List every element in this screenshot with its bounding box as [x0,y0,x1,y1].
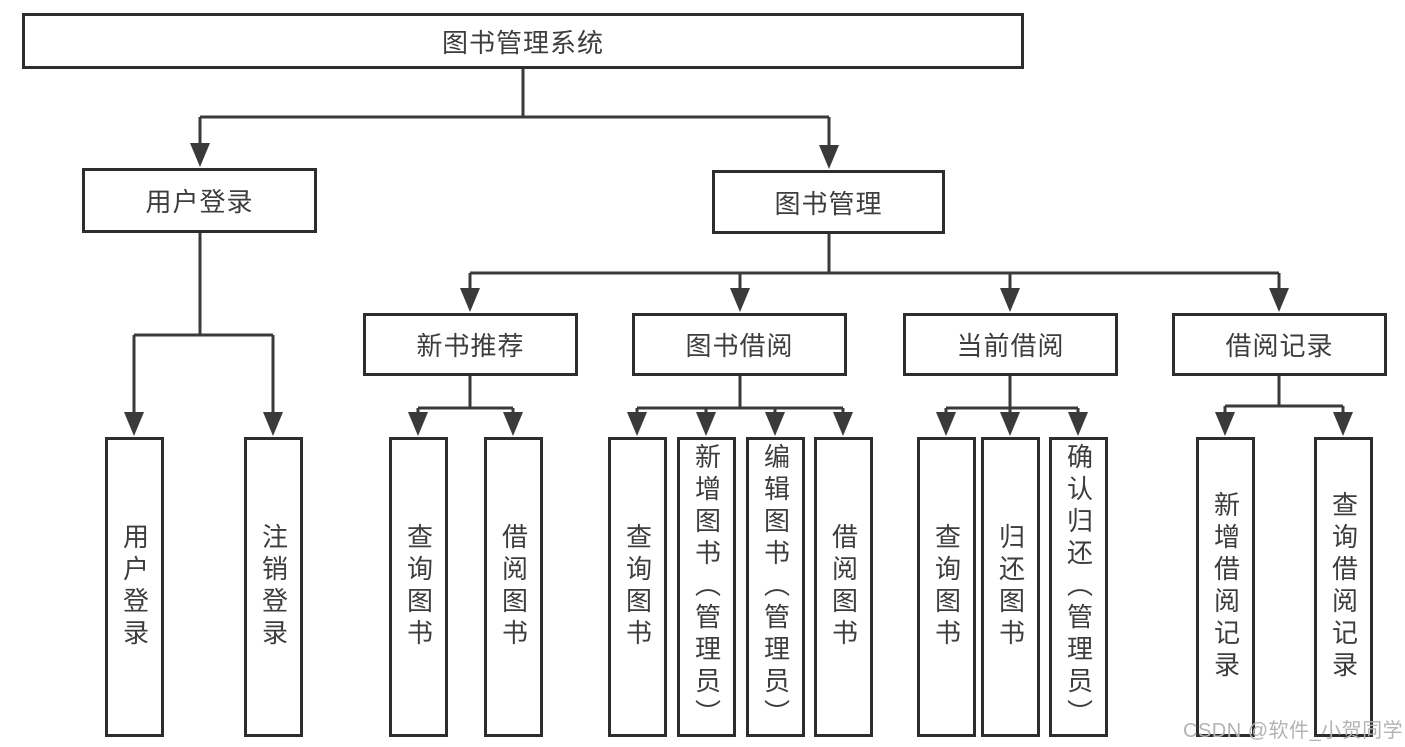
arrowhead-icon [1215,412,1235,436]
connector-new-book-children [416,376,515,418]
arrowhead-icon [765,412,785,436]
node-label: 图书借阅 [685,331,794,361]
node-current-borrowing: 当前借阅 [903,313,1118,376]
node-label: 确认归还（管理员） [1063,443,1094,731]
node-label: 借阅记录 [1225,331,1334,361]
node-label: 图书管理系统 [441,27,604,58]
arrowhead-icon [190,143,210,167]
arrowhead-icon [833,412,853,436]
connector-root-to-level2 [198,69,831,152]
node-label: 用户登录 [145,187,254,217]
leaf-user-login: 用户登录 [105,437,164,737]
node-user-login: 用户登录 [82,168,317,233]
node-label: 注销登录 [258,523,289,651]
arrowhead-icon [460,288,480,312]
arrowhead-icon [124,412,144,436]
node-system-root: 图书管理系统 [22,13,1024,69]
leaf-br-query-record: 查询借阅记录 [1314,437,1373,737]
leaf-bb-borrow-books: 借阅图书 [814,437,873,737]
arrowhead-icon [819,145,839,169]
arrowhead-icon [1269,288,1289,312]
node-label: 借阅图书 [828,523,859,651]
node-book-management: 图书管理 [712,170,945,234]
arrowhead-icon [503,412,523,436]
leaf-logout-login: 注销登录 [244,437,303,737]
arrowhead-icon [936,412,956,436]
leaf-br-add-record: 新增借阅记录 [1196,437,1255,737]
arrowhead-icon [1333,412,1353,436]
arrowhead-icon [408,412,428,436]
leaf-bb-add-books-admin: 新增图书（管理员） [677,437,736,737]
node-book-borrowing: 图书借阅 [632,313,847,376]
node-label: 查询图书 [403,523,434,651]
node-label: 图书管理 [774,188,883,219]
leaf-nb-borrow-books: 借阅图书 [484,437,543,737]
arrowhead-icon [1000,412,1020,436]
connector-records-children [1223,376,1345,418]
connector-user-login-children [132,233,275,418]
arrowhead-icon [730,288,750,312]
node-label: 查询借阅记录 [1328,491,1359,683]
node-label: 编辑图书（管理员） [760,443,791,731]
node-new-book-recommend: 新书推荐 [363,313,578,376]
node-label: 查询图书 [931,523,962,651]
leaf-cb-confirm-return-admin: 确认归还（管理员） [1049,437,1108,737]
leaf-cb-return-books: 归还图书 [981,437,1040,737]
node-label: 查询图书 [622,523,653,651]
node-borrowing-records: 借阅记录 [1172,313,1387,376]
connector-current-borrow-children [944,376,1080,418]
leaf-bb-edit-books-admin: 编辑图书（管理员） [746,437,805,737]
arrowhead-icon [263,412,283,436]
arrowhead-icon [1068,412,1088,436]
node-label: 借阅图书 [498,523,529,651]
connector-book-borrow-children [635,376,845,418]
node-label: 新增图书（管理员） [691,443,722,731]
node-label: 当前借阅 [956,331,1065,361]
leaf-bb-query-books: 查询图书 [608,437,667,737]
arrowhead-icon [627,412,647,436]
arrowhead-icon [1000,288,1020,312]
node-label: 归还图书 [995,523,1026,651]
node-label: 新增借阅记录 [1210,491,1241,683]
watermark: CSDN @软件_小贺同学 [1183,720,1404,742]
node-label: 用户登录 [119,523,150,651]
leaf-nb-query-books: 查询图书 [389,437,448,737]
leaf-cb-query-books: 查询图书 [917,437,976,737]
arrowhead-icon [696,412,716,436]
node-label: 新书推荐 [416,331,525,361]
connector-book-mgmt-children [468,234,1281,295]
